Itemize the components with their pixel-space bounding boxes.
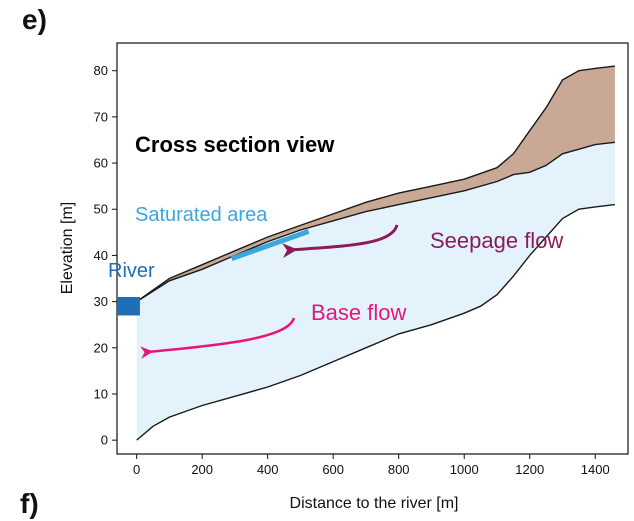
x-tick-label: 400 — [257, 462, 279, 477]
y-tick-label: 60 — [94, 156, 108, 171]
y-tick-label: 70 — [94, 109, 108, 124]
y-tick-label: 40 — [94, 248, 108, 263]
panel-label-e: e) — [22, 4, 47, 35]
y-axis-title: Elevation [m] — [59, 202, 76, 294]
x-axis-title: Distance to the river [m] — [290, 495, 459, 512]
y-tick-label: 20 — [94, 340, 108, 355]
base-flow-arrow — [140, 317, 296, 359]
y-tick-label: 80 — [94, 63, 108, 78]
ticks-layer: 0 200 400 600 800 1000 1200 1400 0 10 20 30 40 50 60 70… — [94, 63, 610, 477]
y-tick-label: 50 — [94, 202, 108, 217]
saturated-area-label: Saturated area — [135, 204, 268, 226]
land-surface-line — [136, 65, 615, 303]
saturated-zone-area — [136, 142, 615, 441]
chart-title: Cross section view — [135, 132, 335, 157]
y-tick-label: 10 — [94, 386, 108, 401]
aquifer-bottom-line — [136, 203, 615, 441]
panel-label-f: f) — [20, 488, 39, 519]
river-label: River — [108, 260, 155, 282]
y-tick-label: 30 — [94, 294, 108, 309]
x-tick-label: 800 — [388, 462, 410, 477]
seepage-flow-arrow — [281, 224, 399, 259]
x-tick-label: 600 — [322, 462, 344, 477]
seepage-flow-label: Seepage flow — [430, 228, 563, 253]
y-tick-label: 0 — [101, 433, 108, 448]
x-tick-label: 1000 — [450, 462, 479, 477]
areas-layer — [136, 66, 615, 441]
x-tick-label: 1400 — [581, 462, 610, 477]
x-tick-label: 0 — [133, 462, 140, 477]
x-tick-label: 200 — [191, 462, 213, 477]
base-flow-label: Base flow — [311, 300, 406, 325]
river-marker — [117, 296, 140, 316]
plot-frame — [116, 42, 629, 455]
saturated-area-line — [230, 229, 310, 262]
unsaturated-zone-area — [136, 66, 615, 302]
x-tick-label: 1200 — [515, 462, 544, 477]
